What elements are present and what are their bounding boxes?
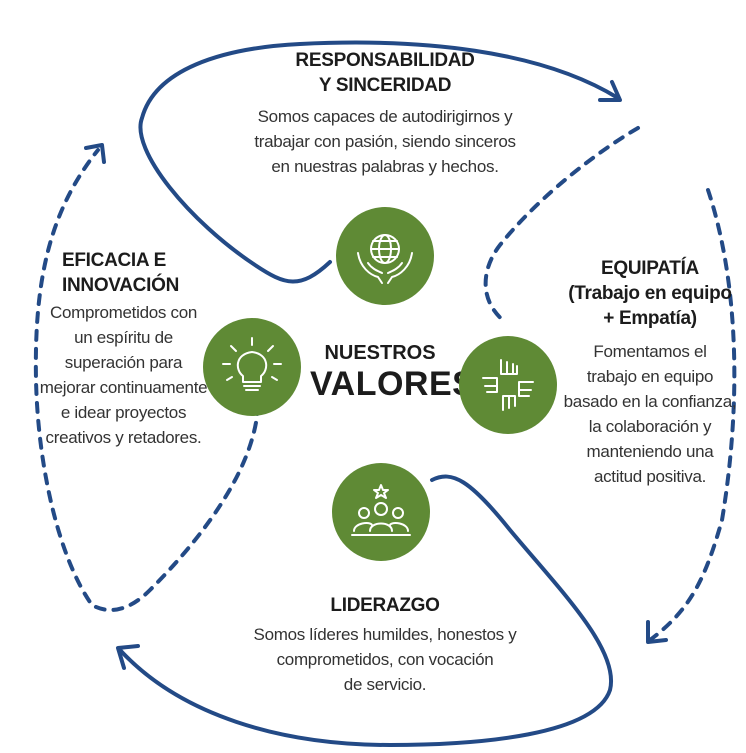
eficacia-desc-4: mejorar continuamente xyxy=(39,378,208,397)
right-arrowhead xyxy=(646,620,668,644)
center-label-line2: VALORES xyxy=(310,365,476,403)
liderazgo-circle xyxy=(332,463,430,561)
eficacia-desc-5: e idear proyectos xyxy=(60,403,187,422)
team-star-icon xyxy=(351,484,411,536)
center-label-line1: NUESTROS xyxy=(324,342,436,364)
globe-in-hands-icon xyxy=(357,234,413,284)
equipatia-desc-1: Fomentamos el xyxy=(593,342,707,361)
liderazgo-title-1: LIDERAZGO xyxy=(330,595,440,616)
liderazgo-desc-1: Somos líderes humildes, honestos y xyxy=(253,625,517,644)
responsabilidad-desc-2: trabajar con pasión, siendo sinceros xyxy=(254,132,516,151)
equipatia-title-1: EQUIPATÍA xyxy=(601,258,699,279)
lightbulb-icon xyxy=(222,337,282,391)
eficacia-desc-1: Comprometidos con xyxy=(49,303,198,322)
joined-hands-icon xyxy=(482,359,534,411)
equipatia-desc-6: actitud positiva. xyxy=(593,467,707,486)
equipatia-desc-4: la colaboración y xyxy=(588,417,712,436)
responsabilidad-desc-1: Somos capaces de autodirigirnos y xyxy=(257,107,513,126)
responsabilidad-desc-3: en nuestras palabras y hechos. xyxy=(271,157,499,176)
responsabilidad-title-2: Y SINCERIDAD xyxy=(318,75,452,96)
left-arrowhead xyxy=(84,143,106,164)
equipatia-desc-5: manteniendo una xyxy=(586,442,714,461)
liderazgo-desc-2: comprometidos, con vocación xyxy=(276,650,494,669)
top-solid-arrow xyxy=(138,40,620,284)
responsabilidad-text: RESPONSABILIDAD Y SINCERIDAD Somos capac… xyxy=(235,48,535,179)
eficacia-text: EFICACIA E INNOVACIÓN Comprometidos con … xyxy=(36,248,211,450)
bottom-solid-arrow xyxy=(118,474,614,747)
responsabilidad-circle xyxy=(336,207,434,305)
equipatia-text: EQUIPATÍA (Trabajo en equipo + Empatía) … xyxy=(560,256,740,489)
eficacia-circle xyxy=(203,318,301,416)
top-arrowhead xyxy=(598,80,622,102)
eficacia-desc-6: creativos y retadores. xyxy=(45,428,202,447)
equipatia-desc-2: trabajo en equipo xyxy=(586,367,714,386)
eficacia-title-2: INNOVACIÓN xyxy=(62,275,179,296)
equipatia-title-3: + Empatía) xyxy=(603,308,697,329)
right-dashed-arrow xyxy=(483,126,737,642)
liderazgo-desc-3: de servicio. xyxy=(343,675,427,694)
center-label: NUESTROS VALORES xyxy=(310,342,476,404)
eficacia-desc-3: superación para xyxy=(64,353,183,372)
equipatia-circle xyxy=(459,336,557,434)
eficacia-title-1: EFICACIA E xyxy=(62,250,166,271)
eficacia-desc-2: un espíritu de xyxy=(74,328,173,347)
equipatia-title-2: (Trabajo en equipo xyxy=(568,283,732,304)
bottom-arrowhead xyxy=(116,644,140,670)
equipatia-desc-3: basado en la confianza, xyxy=(563,392,737,411)
liderazgo-text: LIDERAZGO Somos líderes humildes, honest… xyxy=(235,593,535,697)
responsabilidad-title-1: RESPONSABILIDAD xyxy=(295,50,475,71)
